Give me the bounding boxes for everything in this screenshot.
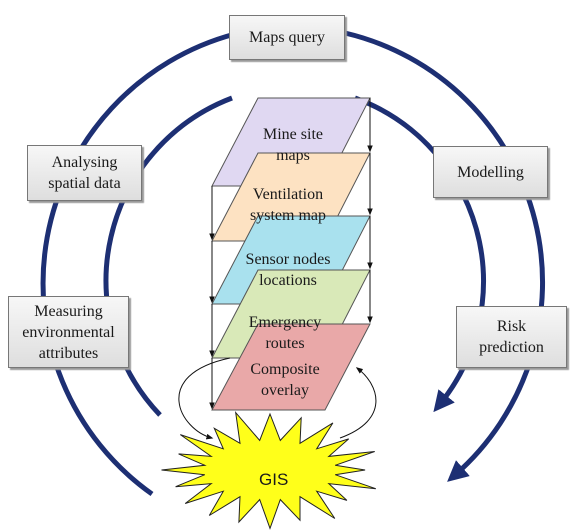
maps-query-line-1: Maps query bbox=[249, 29, 325, 46]
layer-label-line: maps bbox=[276, 147, 310, 164]
maps-query-box: Maps query bbox=[229, 15, 345, 60]
layer-label-emergency: Emergency routes bbox=[220, 312, 350, 354]
layer-label-line: routes bbox=[265, 335, 305, 352]
analysing-spatial-data-box: Analysing spatial data bbox=[27, 145, 142, 201]
measuring-line-2: environmental bbox=[22, 323, 115, 341]
layer-label-ventilation: Ventilation system map bbox=[223, 184, 353, 226]
layer-connectors bbox=[209, 98, 373, 410]
risk-prediction-box: Risk prediction bbox=[456, 306, 567, 368]
layer-label-line: overlay bbox=[261, 382, 309, 399]
risk-line-2: prediction bbox=[479, 339, 544, 356]
measuring-line-3: attributes bbox=[38, 344, 99, 362]
outer-ring-right bbox=[344, 30, 546, 482]
layer-label-mine-site: Mine site maps bbox=[228, 124, 358, 166]
measuring-environmental-attributes-box: Measuring environmental attributes bbox=[8, 296, 129, 368]
gis-to-overlay-curve-left bbox=[178, 357, 231, 440]
gis-starburst bbox=[161, 410, 376, 530]
modelling-box: Modelling bbox=[433, 146, 548, 198]
layer-label-line: Mine site bbox=[263, 126, 323, 143]
layer-label-line: Ventilation bbox=[252, 186, 324, 203]
layer-label-sensor-nodes: Sensor nodes locations bbox=[223, 249, 353, 291]
layer-plane bbox=[211, 323, 371, 411]
modelling-line-1: Modelling bbox=[457, 163, 524, 181]
gis-to-overlay-curve-right bbox=[339, 367, 377, 439]
inner-ring-left bbox=[103, 95, 233, 417]
layer-label-line: Composite bbox=[250, 361, 320, 378]
layer-label-line: Emergency bbox=[248, 314, 322, 331]
analysing-line-2: spatial data bbox=[48, 175, 121, 192]
outer-ring-left bbox=[40, 31, 236, 497]
layer-label-line: locations bbox=[259, 272, 317, 289]
analysing-line-1: Analysing bbox=[51, 154, 118, 171]
layer-label-line: Sensor nodes bbox=[245, 251, 331, 268]
measuring-line-1: Measuring bbox=[34, 302, 103, 320]
risk-line-1: Risk bbox=[496, 318, 527, 335]
layer-label-line: system map bbox=[250, 207, 326, 224]
layer-label-composite: Composite overlay bbox=[220, 359, 350, 401]
gis-label: GIS bbox=[259, 470, 289, 489]
layer-stack bbox=[211, 97, 371, 411]
